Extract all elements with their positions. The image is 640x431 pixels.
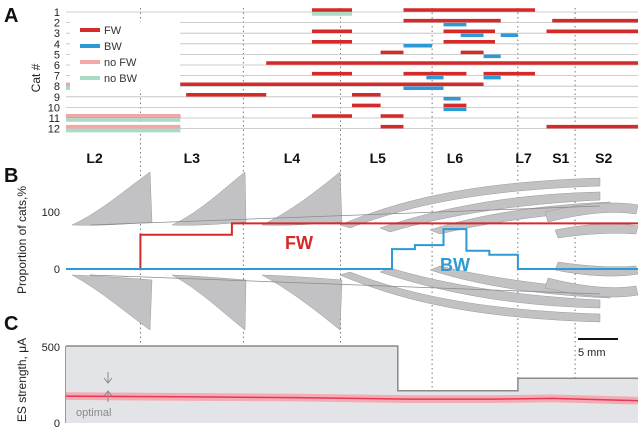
cord-outline-bottom <box>89 274 601 295</box>
cat-row-label: 3 <box>54 28 60 40</box>
bw-series-label: BW <box>440 255 470 275</box>
arrow-up-icon <box>103 390 113 402</box>
root-upper-l3 <box>71 171 153 226</box>
root-upper-l5 <box>261 171 343 226</box>
segment-label: L2 <box>86 150 103 166</box>
legend-fw-label: FW <box>104 25 122 37</box>
root-fan-upper-2 <box>379 191 601 233</box>
threshold-area <box>66 346 638 423</box>
panel-c-ytick-500: 500 <box>42 342 60 354</box>
optimal-line <box>65 395 639 402</box>
legend: FW BW no FW no BW <box>70 22 180 90</box>
segment-label: L7 <box>515 150 532 166</box>
bw-proportion-line <box>66 228 638 270</box>
scale-bar-label: 5 mm <box>578 347 606 359</box>
root-fan-lower-2 <box>379 267 601 309</box>
legend-nofw-label: no FW <box>104 57 137 69</box>
fw-series-label: FW <box>285 233 313 253</box>
arrow-down-icon <box>103 372 113 384</box>
cauda-upper <box>544 202 639 223</box>
panel-b-letter: B <box>4 165 18 187</box>
cat-row-label: 6 <box>54 60 60 72</box>
segment-label: L5 <box>370 150 387 166</box>
cat-row-label: 9 <box>54 92 60 104</box>
threshold-line <box>66 345 638 392</box>
segment-label: L3 <box>184 150 201 166</box>
segment-labels: L2 L3 L4 L5 L6 L7 S1 S2 <box>86 150 612 166</box>
panel-c-ytick-0: 0 <box>54 418 60 430</box>
root-fan-upper <box>339 177 601 229</box>
cat-row-label: 1 <box>54 7 60 19</box>
optimal-marker <box>103 372 113 402</box>
cat-row-label: 12 <box>48 124 60 136</box>
cat-row-label: 11 <box>49 113 60 125</box>
panel-a-letter: A <box>4 5 18 27</box>
cat-row-label: 7 <box>54 71 60 83</box>
legend-nobw-label: no BW <box>104 73 138 85</box>
root-upper-l4 <box>171 171 247 226</box>
cauda-lower <box>544 277 639 298</box>
cat-row-label: 10 <box>48 102 60 114</box>
cauda-mid-upper <box>554 223 639 239</box>
root-lower-l5 <box>261 274 343 331</box>
panel-b-ylabel: Proportion of cats,% <box>15 186 29 294</box>
root-lower-l3 <box>71 274 153 331</box>
panel-a-ylabel: Cat # <box>29 63 43 92</box>
panel-c-ylabel: ES strength, μA <box>15 338 29 422</box>
panel-c-letter: C <box>4 313 18 335</box>
cat-row-label: 4 <box>54 39 60 51</box>
segment-label: S1 <box>552 150 569 166</box>
cat-row-label: 2 <box>54 18 60 30</box>
legend-bw-label: BW <box>104 41 122 53</box>
cat-row-label: 8 <box>54 81 60 93</box>
cord-outline-top <box>89 205 601 226</box>
spinal-cord-drawing <box>71 171 639 331</box>
cat-row-label: 5 <box>54 49 60 61</box>
cat-row-bars <box>66 8 638 133</box>
fw-proportion-line <box>66 222 638 270</box>
root-lower-l4 <box>171 274 247 331</box>
segment-label: L6 <box>447 150 464 166</box>
panel-b-ytick-0: 0 <box>54 264 60 276</box>
root-fan-lower <box>339 271 601 323</box>
segment-label: L4 <box>284 150 301 166</box>
optimal-label: optimal <box>76 407 111 419</box>
segment-label: S2 <box>595 150 612 166</box>
panel-b-ytick-100: 100 <box>42 207 60 219</box>
